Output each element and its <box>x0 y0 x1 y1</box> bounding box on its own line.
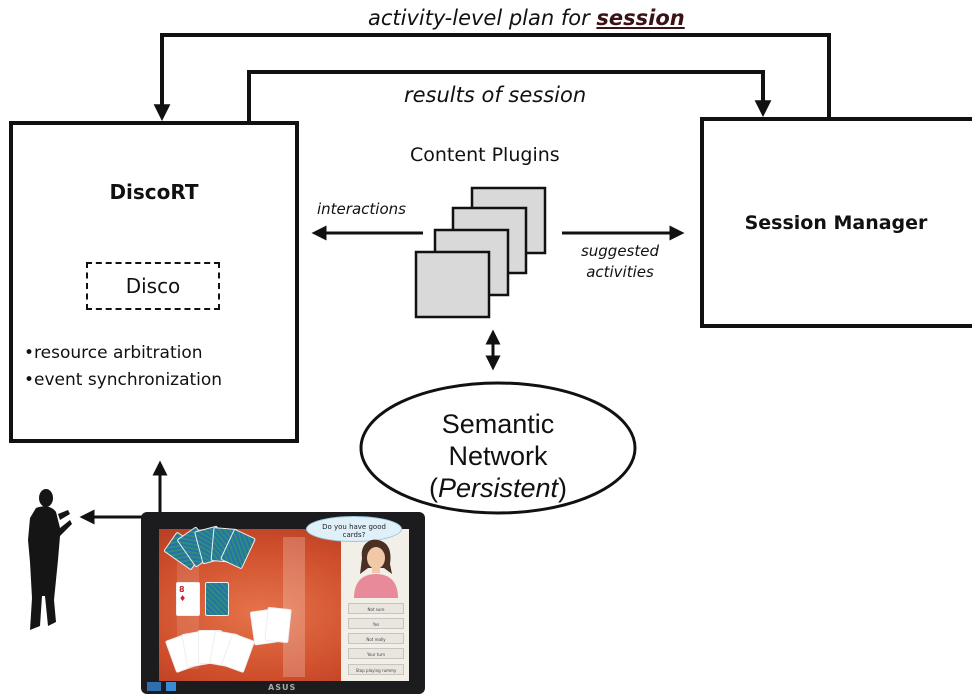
reply-button[interactable]: Not sure <box>348 603 404 614</box>
semantic-network-label: Semantic Network (Persistent) <box>428 409 568 503</box>
reply-button[interactable]: Stop playing rummy <box>348 664 404 675</box>
disco-box <box>86 262 220 310</box>
app-icon[interactable] <box>166 682 176 691</box>
user-silhouette-icon <box>28 489 72 630</box>
results-arrow <box>247 70 772 121</box>
disco-label: Disco <box>125 274 181 298</box>
plugin-stack <box>414 186 547 319</box>
meld-card <box>264 606 292 644</box>
discort-title: DiscoRT <box>109 180 199 204</box>
brand-logo: ASUS <box>268 683 297 692</box>
suggested-label: suggested activities <box>580 242 660 281</box>
plan-label: activity-level plan for session <box>368 6 685 30</box>
content-plugins-label: Content Plugins <box>410 144 560 166</box>
discard-card[interactable]: 8♦ <box>176 582 200 616</box>
session-manager-title: Session Manager <box>744 212 928 234</box>
reply-button[interactable]: Not really <box>348 633 404 644</box>
session-manager-box <box>700 117 972 328</box>
bullet-item: •event synchronization <box>24 370 223 390</box>
reply-button[interactable]: Yes <box>348 618 404 629</box>
reply-button[interactable]: Your turn <box>348 648 404 659</box>
speech-bubble: Do you have good cards? <box>306 516 402 542</box>
windows-icon[interactable] <box>147 682 161 691</box>
discort-box <box>9 121 299 443</box>
plugin-card <box>414 250 491 319</box>
draw-pile[interactable] <box>205 582 229 616</box>
results-label: results of session <box>404 83 587 107</box>
plan-arrow <box>153 33 831 122</box>
interactions-label: interactions <box>317 200 406 218</box>
bullet-item: •resource arbitration <box>24 343 203 363</box>
semantic-network-ellipse <box>359 381 637 515</box>
agent-avatar <box>354 539 398 598</box>
discort-bullets: •resource arbitration •event synchroniza… <box>24 340 222 394</box>
plan-label-emphasis: session <box>596 6 685 30</box>
